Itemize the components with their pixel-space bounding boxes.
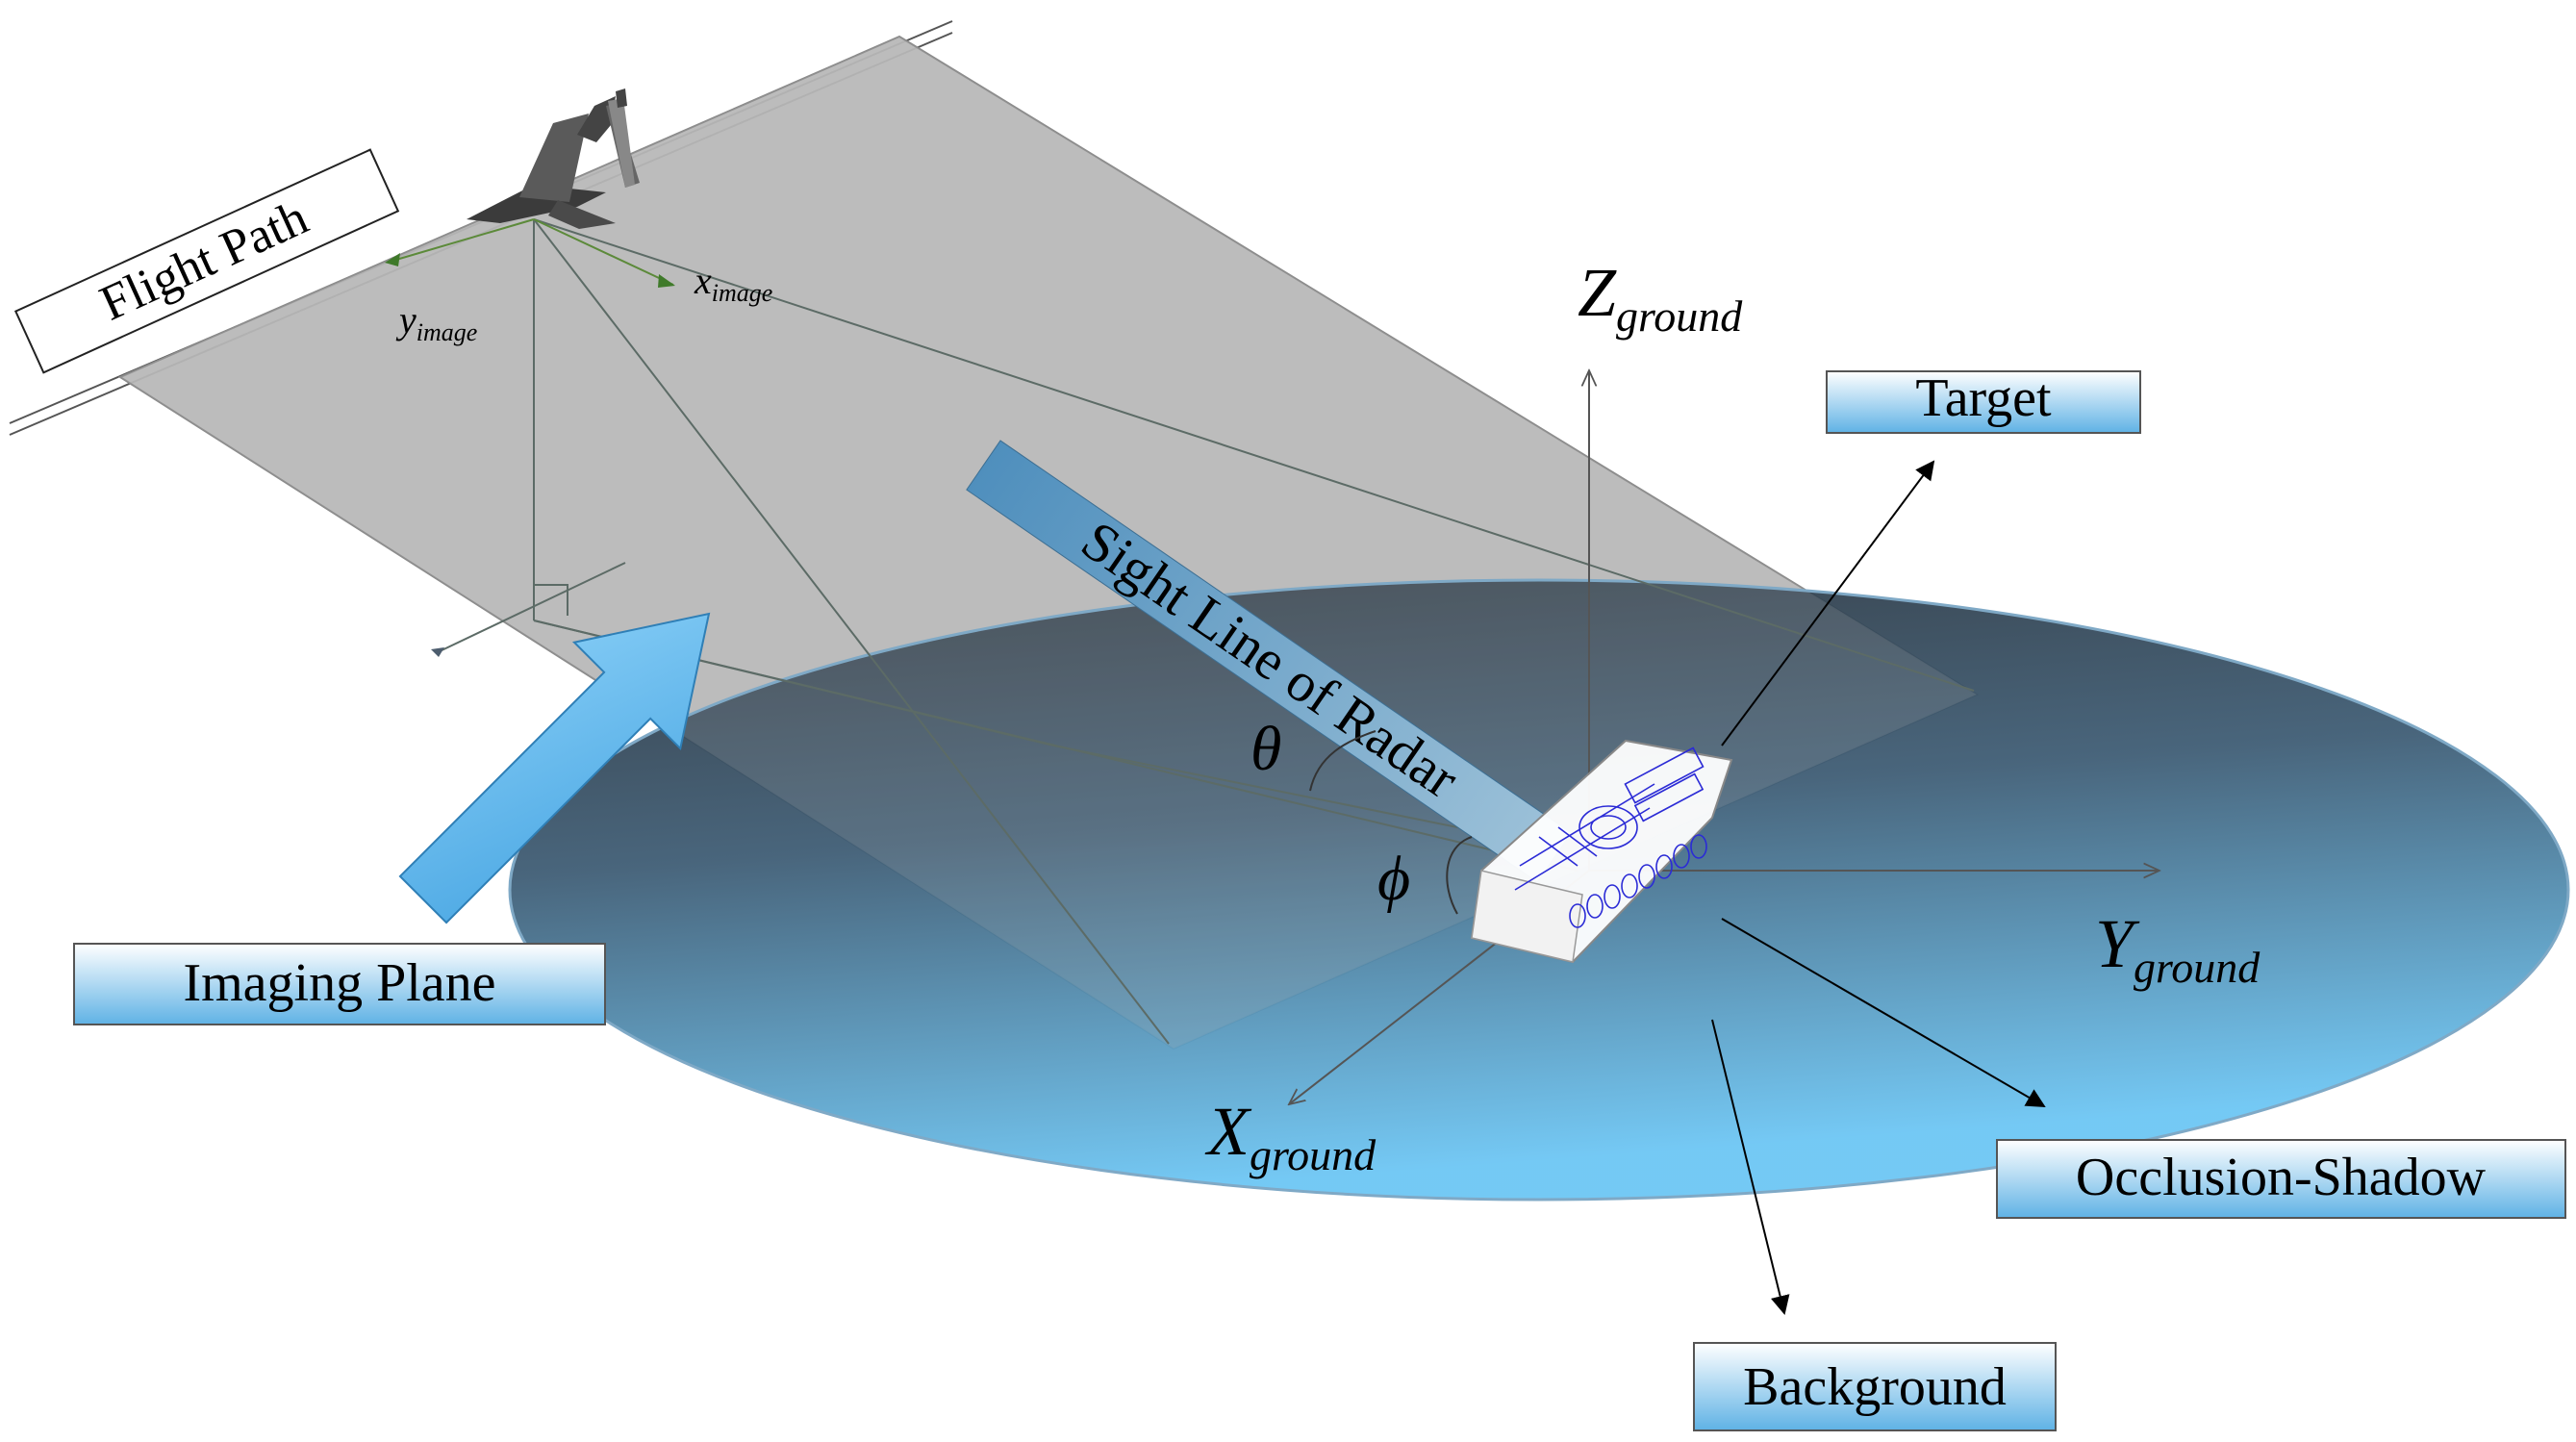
y-image-label: yimage <box>395 298 477 346</box>
aircraft-icon <box>467 89 640 229</box>
imaging-plane-label: Imaging Plane <box>73 943 606 1025</box>
y-ground-label: Yground <box>2095 905 2260 992</box>
background-label: Background <box>1693 1342 2057 1431</box>
svg-text:Occlusion-Shadow: Occlusion-Shadow <box>2076 1148 2487 1207</box>
svg-text:Background: Background <box>1743 1357 2007 1417</box>
occlusion-shadow-label: Occlusion-Shadow <box>1996 1139 2566 1219</box>
x-image-label: ximage <box>694 259 772 307</box>
z-ground-label: Zground <box>1578 254 1743 341</box>
svg-text:Target: Target <box>1915 368 2052 428</box>
phi-label: ϕ <box>1377 844 1410 914</box>
angle-arcs <box>1309 730 1473 915</box>
ground-disk-rim <box>508 578 2570 1202</box>
imaging-plane-arrow-icon <box>398 612 711 924</box>
pointer-lines <box>1711 460 2046 1315</box>
theta-label: θ <box>1250 714 1281 784</box>
x-ground-label: Xground <box>1204 1093 1376 1179</box>
target-label: Target <box>1826 368 2141 434</box>
svg-text:Imaging Plane: Imaging Plane <box>183 953 495 1013</box>
image-axes <box>385 218 675 288</box>
target-object <box>1470 739 1733 964</box>
perp-arrowhead <box>431 647 444 657</box>
